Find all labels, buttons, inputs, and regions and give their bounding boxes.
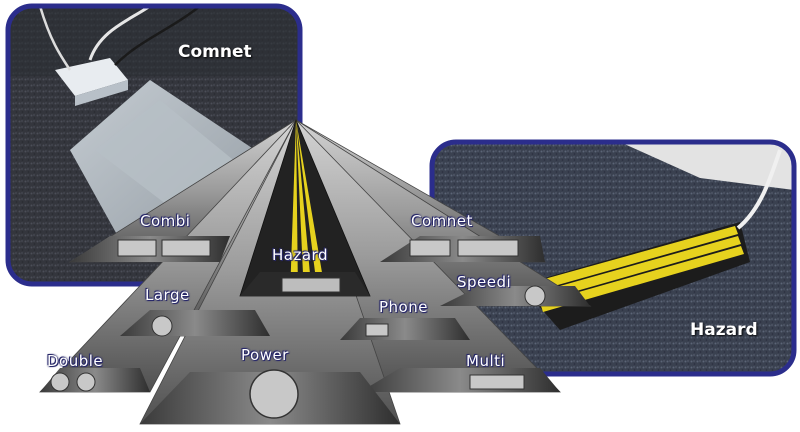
caption-hazard: Hazard [690, 320, 758, 340]
label-combi: Combi [140, 212, 191, 230]
label-comnet: Comnet [411, 212, 473, 230]
combi-profile [70, 236, 230, 262]
comnet-photo [5, 3, 303, 287]
phone-profile [340, 318, 470, 340]
power-profile [140, 369, 400, 424]
large-profile [120, 310, 270, 337]
hazard-profile [240, 272, 370, 296]
label-power: Power [241, 346, 289, 364]
label-hazard: Hazard [272, 246, 328, 264]
speedi-profile [440, 285, 590, 307]
double-profile [40, 368, 150, 392]
label-multi: Multi [466, 352, 506, 370]
comnet-profile [380, 236, 545, 262]
multi-profile [360, 368, 560, 392]
caption-comnet: Comnet [178, 42, 252, 62]
label-phone: Phone [379, 298, 428, 316]
profile-fan [39, 118, 592, 425]
label-double: Double [47, 352, 104, 370]
label-large: Large [145, 286, 190, 304]
label-speedi: Speedi [457, 273, 512, 291]
